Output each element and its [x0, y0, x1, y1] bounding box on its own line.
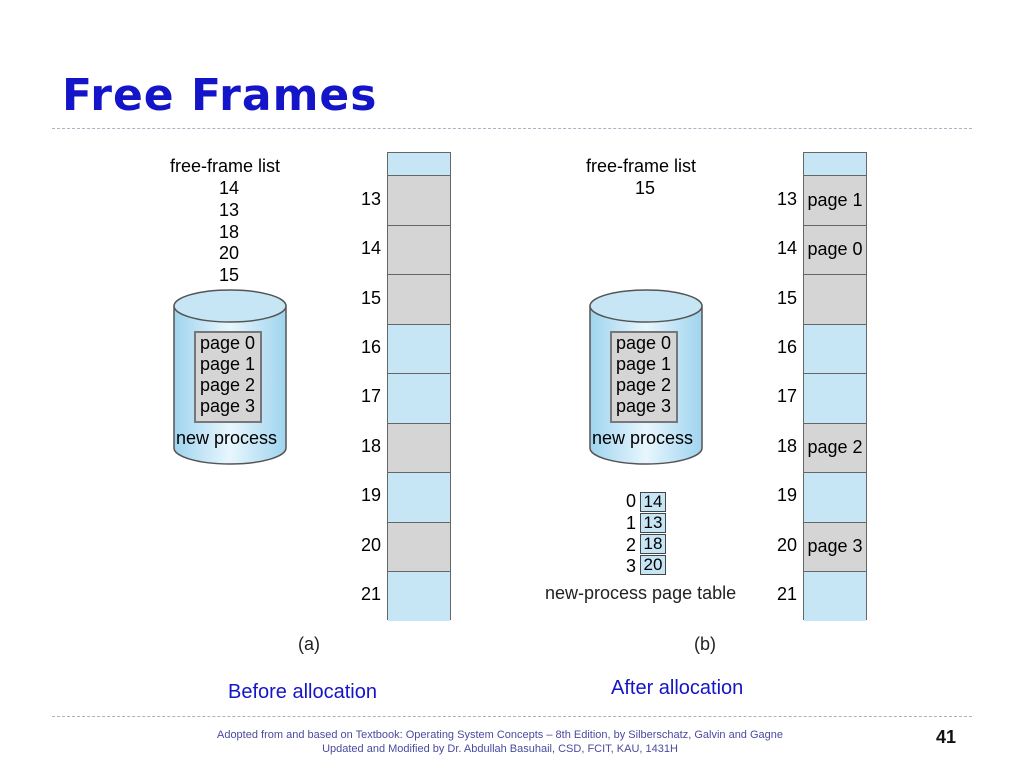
frame-number: 18 [776, 436, 797, 456]
memory-frame: page 0 [804, 224, 866, 274]
memory-frame [804, 571, 866, 621]
frame-number: 19 [360, 485, 381, 505]
free-frame-item: 14 [218, 178, 240, 198]
free-frame-item: 15 [218, 265, 240, 285]
free-frame-item: 15 [634, 178, 656, 198]
caption-before-allocation: Before allocation [228, 681, 377, 703]
memory-frame [388, 323, 450, 373]
frame-page-label: page 1 [807, 189, 863, 210]
page-label: page 0 [616, 333, 672, 353]
page-label: page 1 [200, 354, 256, 374]
page-table-entry: 20 [640, 555, 666, 575]
page-label: page 3 [200, 396, 256, 416]
frame-number: 16 [776, 337, 797, 357]
free-frame-item: 13 [218, 200, 240, 220]
frame-number: 19 [776, 485, 797, 505]
page-label: page 0 [200, 333, 256, 353]
memory-frame: page 1 [804, 175, 866, 225]
memory-frame [804, 323, 866, 373]
page-label: page 3 [616, 396, 672, 416]
memory-frame-top [388, 153, 450, 175]
page-label: page 2 [200, 375, 256, 395]
free-frame-list-title: free-frame list [170, 156, 281, 176]
frame-number: 20 [776, 535, 797, 555]
free-frame-item: 20 [218, 243, 240, 263]
frame-number: 18 [360, 436, 381, 456]
memory-frame [388, 422, 450, 472]
memory-frame-top [804, 153, 866, 175]
page-table-entry: 13 [640, 513, 666, 533]
frame-page-label: page 0 [807, 239, 863, 260]
memory-frame [388, 521, 450, 571]
page-number: 41 [936, 727, 957, 747]
memory-frame [388, 373, 450, 423]
page-table-label: new-process page table [545, 583, 737, 603]
memory-frame: page 2 [804, 422, 866, 472]
memory-frame [388, 571, 450, 621]
new-process-label: new process [592, 428, 694, 448]
page-table-entry: 18 [640, 534, 666, 554]
memory-frame [388, 224, 450, 274]
free-frame-list-title: free-frame list [586, 156, 697, 176]
frame-number: 17 [776, 386, 797, 406]
memory-frame [388, 274, 450, 324]
physical-memory-column: page 1 page 0 page 2 page 3 [803, 152, 867, 621]
process-pages: page 0 page 1 page 2 page 3 [194, 331, 262, 423]
top-divider [52, 128, 972, 129]
process-pages: page 0 page 1 page 2 page 3 [610, 331, 678, 423]
frame-number: 21 [776, 584, 797, 604]
page-table-index: 0 [625, 491, 636, 511]
page-table-entry: 14 [640, 492, 666, 512]
memory-frame [388, 175, 450, 225]
footer-line-1: Adopted from and based on Textbook: Oper… [216, 729, 784, 741]
footer-credits: Adopted from and based on Textbook: Oper… [150, 728, 850, 756]
frame-page-label: page 3 [807, 536, 863, 557]
frame-page-label: page 2 [807, 437, 863, 458]
frame-number: 14 [360, 238, 381, 258]
page-table-index: 3 [625, 556, 636, 576]
memory-frame [804, 274, 866, 324]
page-table-index: 1 [625, 513, 636, 533]
frame-number: 21 [360, 584, 381, 604]
caption-after-allocation: After allocation [611, 677, 744, 699]
memory-frame [804, 373, 866, 423]
physical-memory-column [387, 152, 451, 621]
free-frame-item: 18 [218, 222, 240, 242]
page-label: page 2 [616, 375, 672, 395]
page-table-index: 2 [625, 535, 636, 555]
bottom-divider [52, 716, 972, 717]
frame-number: 15 [360, 288, 381, 308]
figure-label-b: (b) [694, 634, 716, 654]
frame-number: 13 [360, 189, 381, 209]
footer-line-2: Updated and Modified by Dr. Abdullah Bas… [322, 743, 678, 755]
frame-number: 16 [360, 337, 381, 357]
memory-frame [804, 472, 866, 522]
slide-title: Free Frames [62, 70, 378, 121]
frame-number: 15 [776, 288, 797, 308]
memory-frame: page 3 [804, 521, 866, 571]
page-label: page 1 [616, 354, 672, 374]
figure-label-a: (a) [298, 634, 320, 654]
frame-number: 13 [776, 189, 797, 209]
frame-number: 17 [360, 386, 381, 406]
frame-number: 20 [360, 535, 381, 555]
frame-number: 14 [776, 238, 797, 258]
new-process-label: new process [176, 428, 278, 448]
memory-frame [388, 472, 450, 522]
